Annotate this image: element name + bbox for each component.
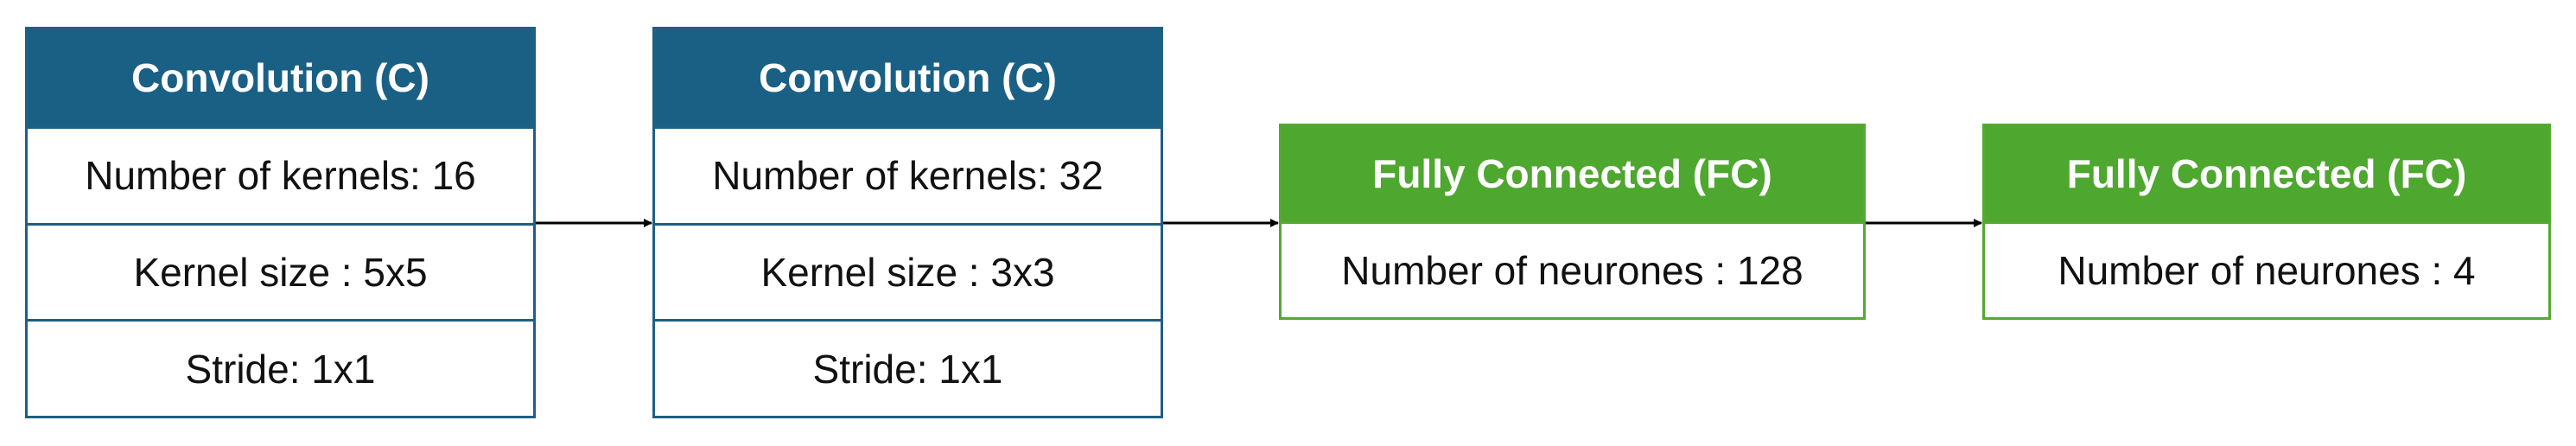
fc-block-1-neurones: Number of neurones : 128 (1282, 221, 1863, 317)
conv-block-2-title: Convolution (C) (655, 29, 1161, 126)
fc-block-1: Fully Connected (FC) Number of neurones … (1279, 124, 1866, 320)
conv-block-1-kernels: Number of kernels: 16 (28, 125, 533, 223)
conv-block-1-kernel-size: Kernel size : 5x5 (28, 222, 533, 320)
fc-block-2-neurones: Number of neurones : 4 (1985, 221, 2548, 317)
fc-block-1-title: Fully Connected (FC) (1282, 126, 1863, 222)
conv-block-1-title: Convolution (C) (28, 29, 533, 126)
conv-block-2-kernels: Number of kernels: 32 (655, 125, 1161, 223)
fc-block-2: Fully Connected (FC) Number of neurones … (1982, 124, 2551, 320)
conv-block-2: Convolution (C) Number of kernels: 32 Ke… (652, 27, 1163, 418)
fc-block-2-title: Fully Connected (FC) (1985, 126, 2548, 222)
conv-block-2-kernel-size: Kernel size : 3x3 (655, 222, 1161, 320)
conv-block-2-stride: Stride: 1x1 (655, 319, 1161, 416)
conv-block-1-stride: Stride: 1x1 (28, 319, 533, 416)
conv-block-1: Convolution (C) Number of kernels: 16 Ke… (25, 27, 536, 418)
